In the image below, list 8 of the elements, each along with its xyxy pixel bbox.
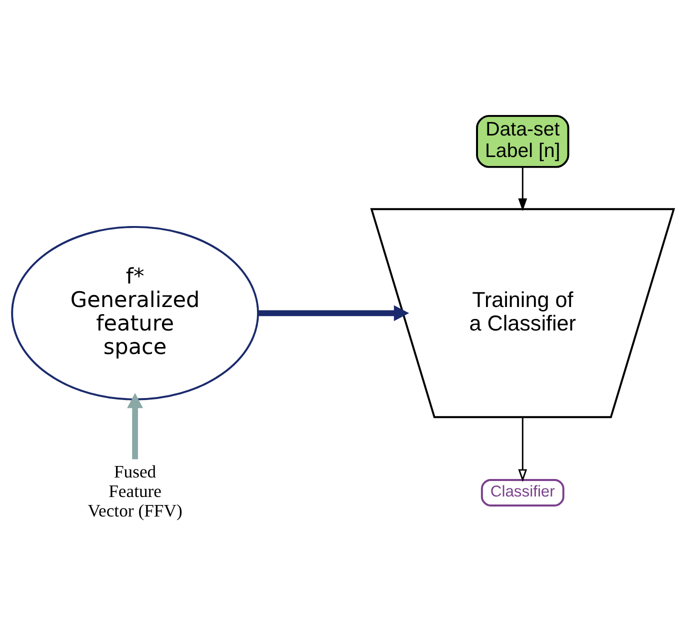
node-text: Fused Feature Vector (FFV)	[88, 460, 182, 520]
node-box: Classifier	[480, 478, 564, 506]
arrow	[518, 416, 528, 482]
arrow	[518, 166, 528, 211]
node-ellipse: f* Generalized feature space	[11, 225, 259, 400]
node-box: Data-set Label [n]	[476, 114, 570, 168]
arrow	[258, 304, 410, 321]
arrow	[127, 392, 144, 459]
